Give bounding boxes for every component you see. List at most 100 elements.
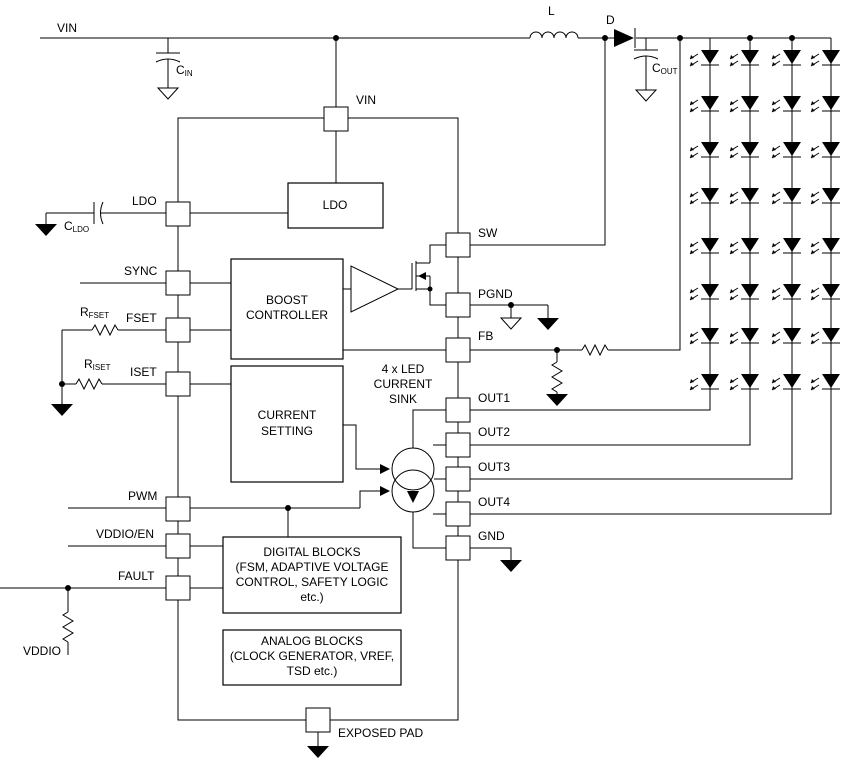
rfset-label: RFSET [80, 305, 109, 320]
pin-out4 [445, 501, 471, 527]
led-icon [729, 142, 759, 159]
led-icon [689, 188, 719, 205]
diode-symbol [614, 28, 636, 48]
current-setting-block [230, 365, 344, 483]
digital-block-label-1: DIGITAL BLOCKS [263, 545, 360, 559]
ldo-block-label: LDO [323, 198, 348, 212]
iset-pin-label: ISET [130, 365, 157, 379]
led-icon [729, 188, 759, 205]
fset-pin-label: FSET [126, 311, 157, 325]
pin-out2 [445, 432, 471, 458]
ground-symbols [35, 224, 568, 758]
ground-icon [500, 560, 522, 572]
inductor-label: L [548, 4, 555, 18]
led-icon [771, 374, 801, 391]
pin-fset [165, 317, 191, 343]
vin-rail [40, 35, 831, 107]
led-icon [810, 96, 840, 113]
digital-blocks-block [222, 536, 402, 614]
led-icon [689, 284, 719, 301]
led-icon [729, 328, 759, 345]
led-icon [729, 96, 759, 113]
ground-icon [35, 224, 57, 236]
analog-blocks-block [222, 629, 402, 686]
pin-fault [165, 575, 191, 601]
led-icon [689, 50, 719, 67]
out2-pin-label: OUT2 [478, 425, 510, 439]
boost-block-label-1: BOOST [266, 293, 309, 307]
led-icon [729, 238, 759, 255]
led-icon [810, 328, 840, 345]
external-right-wiring [470, 38, 832, 560]
vin-pin-label: VIN [356, 93, 376, 107]
pwm-pin-label: PWM [128, 489, 157, 503]
out1-pin-label: OUT1 [478, 391, 510, 405]
vddio-en-pin-label: VDDIO/EN [96, 527, 154, 541]
ground-icon [546, 394, 568, 406]
led-icon [771, 238, 801, 255]
sync-pin-label: SYNC [124, 264, 158, 278]
led-icon [771, 328, 801, 345]
led-icon [771, 188, 801, 205]
sw-pin-label: SW [478, 226, 498, 240]
diode-label: D [606, 13, 615, 27]
led-icon [729, 374, 759, 391]
external-left-wiring [0, 201, 166, 655]
riset-label: RISET [84, 357, 111, 372]
current-sink-label-1: 4 x LED [382, 362, 425, 376]
inductor-symbol [529, 31, 579, 39]
led-icon [810, 50, 840, 67]
led-icon [689, 328, 719, 345]
pin-ldo [165, 201, 191, 227]
pin-fb [445, 337, 471, 363]
cldo-label: CLDO [64, 219, 89, 234]
ldo-pin-label: LDO [132, 194, 157, 208]
led-icon [689, 142, 719, 159]
led-icon [689, 238, 719, 255]
pins [165, 106, 471, 733]
led-icon [771, 96, 801, 113]
current-sink-label-2: CURRENT [374, 377, 433, 391]
digital-block-label-3: CONTROL, SAFETY LOGIC [236, 575, 389, 589]
led-icon [771, 284, 801, 301]
cout-capacitor [633, 38, 659, 102]
current-sink-label-3: SINK [389, 392, 417, 406]
pin-vin [323, 106, 349, 132]
led-icon [810, 188, 840, 205]
cin-capacitor [155, 38, 181, 100]
boost-block-label-2: CONTROLLER [246, 308, 328, 322]
exposed-pad-label: EXPOSED PAD [338, 726, 423, 740]
cin-label: CIN [176, 63, 193, 78]
text-labels: VIN L D CIN COUT VIN LDO CLDO SYNC FSET … [23, 4, 678, 740]
cout-label: COUT [652, 61, 678, 76]
pin-iset [165, 371, 191, 397]
pin-vddio-en [165, 533, 191, 559]
out3-pin-label: OUT3 [478, 460, 510, 474]
led-icon [810, 374, 840, 391]
led-icon [689, 374, 719, 391]
led-icon [810, 142, 840, 159]
pin-out1 [445, 397, 471, 423]
ground-icon [537, 318, 559, 330]
gnd-pin-label: GND [478, 529, 505, 543]
led-icon [729, 50, 759, 67]
vin-rail-label: VIN [57, 21, 77, 35]
pin-pwm [165, 496, 191, 522]
fb-pin-label: FB [478, 329, 493, 343]
ground-icon [307, 746, 329, 758]
pin-sync [165, 270, 191, 296]
analog-block-label-3: TSD etc.) [287, 664, 338, 678]
pin-sw [445, 232, 471, 258]
boost-controller-block [230, 258, 344, 360]
ground-icon [51, 404, 73, 416]
pin-out3 [445, 466, 471, 492]
analog-block-label-2: (CLOCK GENERATOR, VREF, [230, 649, 394, 663]
led-array [689, 50, 840, 391]
out4-pin-label: OUT4 [478, 495, 510, 509]
led-icon [810, 284, 840, 301]
led-icon [689, 96, 719, 113]
led-icon [771, 142, 801, 159]
pin-pgnd [445, 292, 471, 318]
digital-block-label-2: (FSM, ADAPTIVE VOLTAGE [236, 560, 389, 574]
